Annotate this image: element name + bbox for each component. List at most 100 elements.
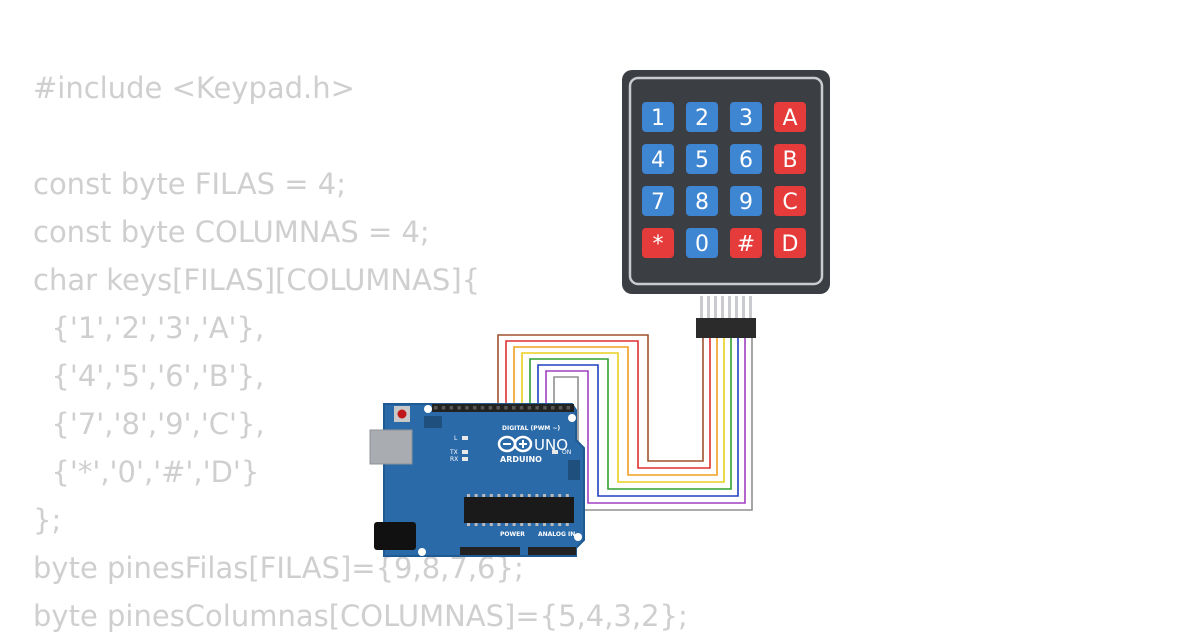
arduino-logo-icon [497, 435, 533, 453]
jumper-wire [529, 336, 732, 490]
code-line: const byte FILAS = 4; [33, 167, 347, 201]
jumper-wire [521, 336, 725, 483]
key-4[interactable]: 4 [642, 144, 674, 174]
key-9[interactable]: 9 [730, 186, 762, 216]
key-label: # [737, 232, 755, 257]
key-cap [642, 144, 674, 174]
key-label: 4 [651, 148, 665, 173]
chip-pin [512, 523, 516, 526]
l-led-label: L [454, 435, 458, 442]
chip-pin [489, 523, 493, 526]
key-label: A [782, 106, 797, 131]
key-label: 6 [739, 148, 753, 173]
header-pin [488, 406, 493, 410]
key-1[interactable]: 1 [642, 102, 674, 132]
power-label: POWER [500, 531, 525, 538]
on-led [552, 450, 558, 454]
key-C[interactable]: C [774, 186, 806, 216]
chip-pin [543, 494, 546, 497]
keypad-border [628, 76, 824, 286]
key-*[interactable]: * [642, 228, 674, 258]
key-5[interactable]: 5 [686, 144, 718, 174]
key-7[interactable]: 7 [642, 186, 674, 216]
header-pin [558, 406, 563, 410]
code-line: {'4','5','6','B'}, [33, 359, 265, 393]
arduino-uno-board[interactable]: UNO ARDUINO DIGITAL (PWM ~) POWER ANALOG… [369, 403, 585, 557]
power-header [460, 547, 520, 555]
chip-pin [550, 494, 554, 497]
chip-pins [467, 494, 569, 526]
board-model-label: UNO [534, 436, 568, 454]
ribbon-pin [707, 296, 710, 318]
chip-pin [558, 494, 562, 497]
key-label: 9 [739, 190, 753, 215]
key-cap [686, 228, 718, 258]
ribbon-pin [700, 296, 703, 318]
jumper-wire [505, 336, 711, 469]
header-pin [473, 406, 477, 410]
header-pin [496, 406, 500, 410]
digital-pins [434, 406, 571, 410]
key-0[interactable]: 0 [686, 228, 718, 258]
key-cap [774, 228, 806, 258]
board-brand-label: ARDUINO [500, 455, 542, 464]
key-3[interactable]: 3 [730, 102, 762, 132]
jumper-wire [513, 336, 718, 476]
chip-pin [482, 523, 486, 526]
key-label: C [782, 190, 797, 215]
chip-pin [512, 494, 516, 497]
key-B[interactable]: B [774, 144, 806, 174]
key-cap [730, 186, 762, 216]
key-8[interactable]: 8 [686, 186, 718, 216]
keypad-ribbon-connector [696, 318, 756, 338]
chip-pin [543, 523, 546, 526]
mount-hole [418, 548, 426, 556]
analog-in-label: ANALOG IN [538, 531, 575, 538]
header-pin [551, 406, 555, 410]
jumper-wire [545, 336, 746, 504]
chip-pin [467, 523, 470, 526]
reset-button-cap [397, 409, 407, 419]
header-pin [566, 406, 571, 410]
key-2[interactable]: 2 [686, 102, 718, 132]
chip-pin [558, 523, 562, 526]
chip-pin [497, 494, 501, 497]
key-label: 2 [695, 106, 709, 131]
rx-led-label: RX [450, 456, 458, 463]
chip-pin [527, 523, 531, 526]
chip-pin [474, 523, 478, 526]
chip-pin [550, 523, 554, 526]
key-D[interactable]: D [774, 228, 806, 258]
code-listing: #include <Keypad.h> const byte FILAS = 4;… [33, 64, 688, 640]
jumper-wire [537, 336, 739, 497]
mount-hole [568, 414, 576, 422]
header-pin [457, 406, 461, 410]
key-cap [774, 186, 806, 216]
header-pin [512, 406, 516, 410]
chip-pin [520, 523, 524, 526]
key-#[interactable]: # [730, 228, 762, 258]
key-label: * [653, 232, 664, 257]
header-pin [449, 406, 454, 410]
code-line [33, 112, 688, 160]
power-jack [374, 522, 416, 550]
chip-pin [497, 523, 501, 526]
code-line: {'1','2','3','A'}, [33, 311, 265, 345]
header-pin [543, 406, 547, 410]
key-cap [642, 102, 674, 132]
chip-pin [474, 494, 478, 497]
usb-port [369, 429, 413, 465]
ribbon-pin [735, 296, 738, 318]
code-line: {'7','8','9','C'}, [33, 407, 265, 441]
key-A[interactable]: A [774, 102, 806, 132]
key-cap [686, 102, 718, 132]
header-pin [527, 406, 532, 410]
header-pin [480, 406, 485, 410]
key-6[interactable]: 6 [730, 144, 762, 174]
code-line: #include <Keypad.h> [33, 71, 355, 105]
key-label: 8 [695, 190, 709, 215]
chip-pin [482, 494, 486, 497]
